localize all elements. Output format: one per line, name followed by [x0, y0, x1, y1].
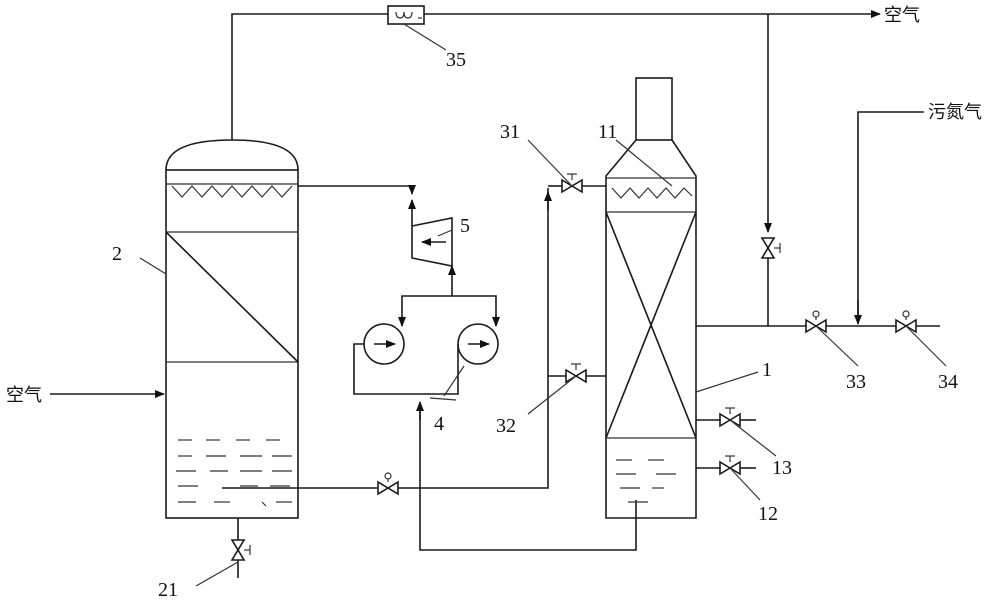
label-air-in: 空气	[6, 385, 42, 406]
tower-1-packing-x2	[605, 211, 697, 439]
compressor-5	[411, 217, 453, 267]
heater-35	[387, 5, 425, 25]
valve-13[interactable]	[719, 407, 741, 428]
label-2: 2	[112, 243, 122, 265]
valve-12[interactable]	[719, 455, 741, 476]
label-31: 31	[500, 121, 520, 143]
top-gas-line	[231, 13, 388, 140]
tower-2-liquid	[176, 439, 292, 507]
liquid-to-tower-1	[398, 188, 549, 489]
tower-1	[605, 77, 697, 519]
pump-4-right	[457, 323, 499, 365]
tower-1-stack	[635, 77, 673, 141]
label-5: 5	[460, 215, 470, 237]
label-12: 12	[758, 503, 778, 525]
tower-2	[165, 139, 299, 519]
label-11: 11	[598, 121, 617, 143]
tower-2-packing-diagonal	[165, 231, 299, 363]
bypass-valve[interactable]	[760, 237, 781, 259]
label-32: 32	[496, 415, 516, 437]
label-waste-nitrogen: 污氮气	[928, 102, 982, 123]
pump-loop	[353, 343, 459, 395]
label-4: 4	[434, 413, 444, 435]
tower-1-shell	[605, 139, 697, 519]
tower-2-shell	[165, 169, 299, 519]
label-1: 1	[762, 359, 772, 381]
pump-4-left	[363, 323, 405, 365]
pump-header	[401, 295, 497, 326]
label-13: 13	[772, 457, 792, 479]
label-33: 33	[846, 371, 866, 393]
tower-2-demister	[171, 185, 293, 198]
valve-31[interactable]	[561, 173, 583, 194]
valve-32[interactable]	[565, 363, 587, 384]
tower-1-liquid	[616, 459, 676, 503]
label-35: 35	[446, 49, 466, 71]
tower-1-demister	[611, 187, 693, 199]
valve-21[interactable]	[230, 539, 251, 561]
waste-nitrogen-line	[857, 111, 924, 320]
valve-33[interactable]	[805, 310, 827, 334]
liquid-valve[interactable]	[377, 472, 399, 496]
valve-34[interactable]	[895, 310, 917, 334]
label-21: 21	[158, 579, 178, 601]
tower-2-dome	[165, 139, 299, 171]
label-air-out: 空气	[884, 5, 920, 26]
heater-35-coil	[395, 11, 413, 19]
tower-1-bottom-return	[419, 404, 637, 551]
label-34: 34	[938, 371, 958, 393]
